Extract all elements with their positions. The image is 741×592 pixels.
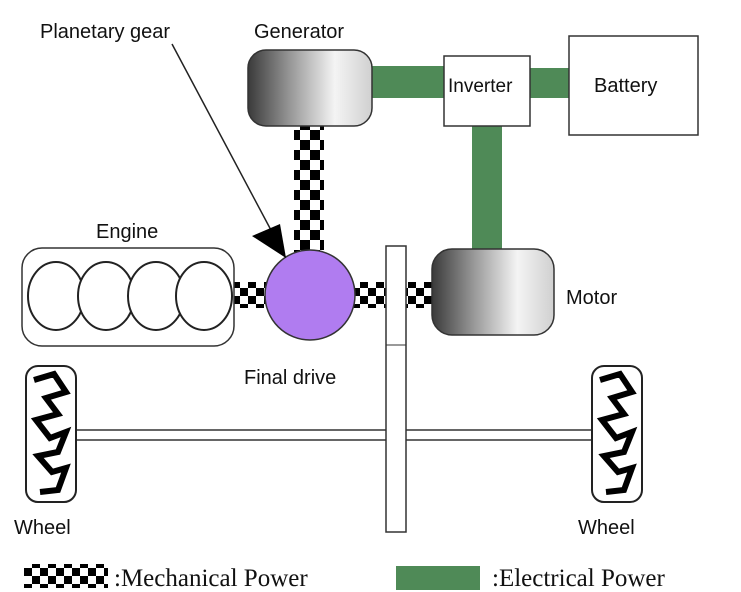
legend-mechanical-label: :Mechanical Power — [114, 565, 308, 592]
inverter-box — [443, 55, 531, 127]
generator — [247, 49, 373, 127]
inverter-battery-link — [529, 68, 571, 98]
legend-mechanical-swatch — [24, 564, 108, 588]
generator-label: Generator — [254, 21, 344, 43]
wheel-right-graphic — [591, 365, 643, 503]
planetary-gear-pointer — [171, 43, 286, 258]
final-drive-label: Final drive — [244, 367, 336, 389]
mechanical-links — [232, 124, 436, 308]
wheel-left-graphic — [25, 365, 77, 503]
wheel-left-label: Wheel — [14, 517, 71, 539]
wheel-right-label: Wheel — [578, 517, 635, 539]
engine-label: Engine — [96, 221, 158, 243]
engine-gear-shaft — [232, 282, 270, 308]
legend-electrical-label: :Electrical Power — [492, 565, 666, 592]
planetary-gear-label: Planetary gear — [40, 21, 170, 43]
engine-cylinder-2 — [77, 261, 135, 331]
engine-cylinder-1 — [27, 261, 85, 331]
battery-box — [568, 35, 699, 136]
engine-cylinder-4 — [175, 261, 233, 331]
legend: :Mechanical Power :Electrical Power — [24, 564, 666, 592]
legend-electrical-swatch — [396, 566, 480, 590]
final-drive-plate — [385, 245, 407, 533]
inverter-label: Inverter — [448, 76, 513, 97]
inverter-motor-link — [472, 124, 502, 252]
motor-label: Motor — [566, 287, 617, 309]
wheel-axle — [71, 429, 603, 441]
motor — [431, 248, 555, 336]
generator-gear-shaft — [294, 124, 324, 252]
planetary-gear — [264, 249, 356, 341]
battery-label: Battery — [594, 75, 657, 97]
generator-inverter-link — [368, 66, 446, 98]
gear-finaldrive-shaft — [352, 282, 386, 308]
electrical-links — [368, 66, 571, 252]
finaldrive-motor-shaft — [406, 282, 436, 308]
engine — [21, 247, 235, 347]
